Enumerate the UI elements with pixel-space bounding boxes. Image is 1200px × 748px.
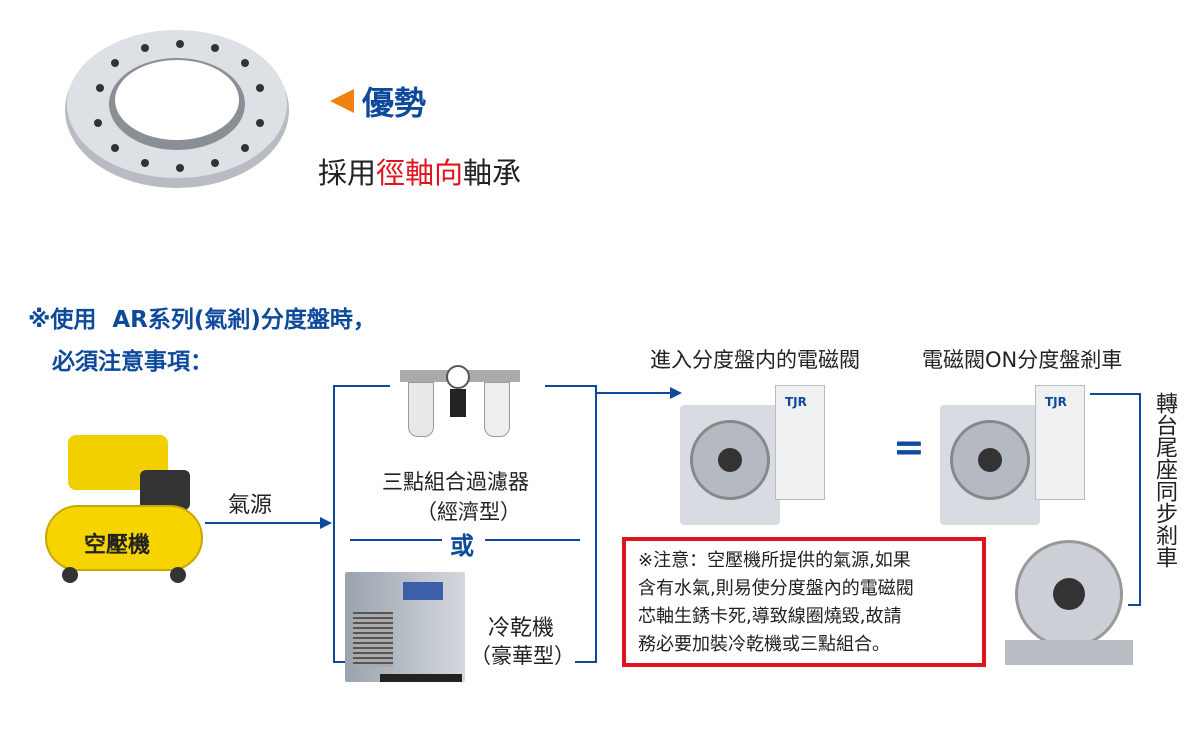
connector — [1090, 393, 1140, 395]
filter-regulator-image — [400, 365, 520, 447]
connector — [545, 385, 597, 387]
air-source-label: 氣源 — [228, 493, 273, 518]
dryer-sub-label: （豪華型） — [470, 644, 575, 668]
rotary-table-image: TJR — [680, 385, 825, 530]
notice-line-1: ※使用 AR系列(氣剎)分度盤時， — [28, 307, 376, 333]
advantage-prefix: 採用 — [318, 156, 377, 190]
connector — [205, 522, 323, 524]
compressor-label: 空壓機 — [84, 533, 151, 558]
air-dryer-image — [345, 572, 465, 682]
connector — [333, 385, 335, 663]
connector — [1139, 393, 1141, 605]
rotary-left-title: 進入分度盤内的電磁閥 — [650, 348, 860, 372]
orange-triangle-icon — [330, 89, 354, 113]
filter-label: 三點組合過濾器 — [382, 470, 529, 494]
arrow-icon — [320, 517, 332, 529]
divider — [350, 539, 442, 541]
or-label: 或 — [450, 532, 474, 560]
brand-logo: TJR — [1045, 395, 1067, 409]
tailstock-image — [1005, 540, 1133, 665]
rotary-right-title: 電磁閥ON分度盤剎車 — [922, 348, 1123, 372]
advantage-highlight: 徑軸向 — [376, 156, 464, 190]
dryer-label: 冷乾機 — [488, 616, 555, 641]
tailstock-label: 轉台尾座同步剎車 — [1152, 392, 1177, 568]
advantage-title: 優勢 — [362, 84, 427, 122]
advantage-line: 採用徑軸向軸承 — [318, 150, 521, 192]
brand-logo: TJR — [785, 395, 807, 409]
connector — [595, 392, 673, 394]
advantage-heading: 優勢 — [330, 78, 426, 124]
filter-sub-label: （經濟型） — [416, 500, 521, 524]
rotary-table-image: TJR — [940, 385, 1085, 530]
warning-box: ※注意：空壓機所提供的氣源,如果 含有水氣,則易使分度盤內的電磁閥 芯軸生銹卡死… — [622, 537, 986, 667]
warning-line: 務必要加裝冷乾機或三點組合。 — [638, 634, 890, 655]
arrow-icon — [670, 387, 682, 399]
advantage-suffix: 軸承 — [463, 156, 522, 190]
equals-sign: = — [893, 425, 925, 469]
warning-line: ※注意：空壓機所提供的氣源,如果 — [638, 550, 911, 571]
cross-roller-bearing-image — [65, 30, 289, 188]
connector — [1128, 604, 1141, 606]
warning-line: 芯軸生銹卡死,導致線圈燒毀,故請 — [638, 606, 902, 627]
connector — [575, 661, 597, 663]
warning-line: 含有水氣,則易使分度盤內的電磁閥 — [638, 578, 914, 599]
connector — [595, 385, 597, 663]
notice-line-2: 必須注意事項： — [52, 349, 213, 375]
connector — [333, 385, 390, 387]
air-compressor-image: 空壓機 — [40, 435, 205, 585]
connector — [333, 661, 355, 663]
divider — [485, 539, 580, 541]
